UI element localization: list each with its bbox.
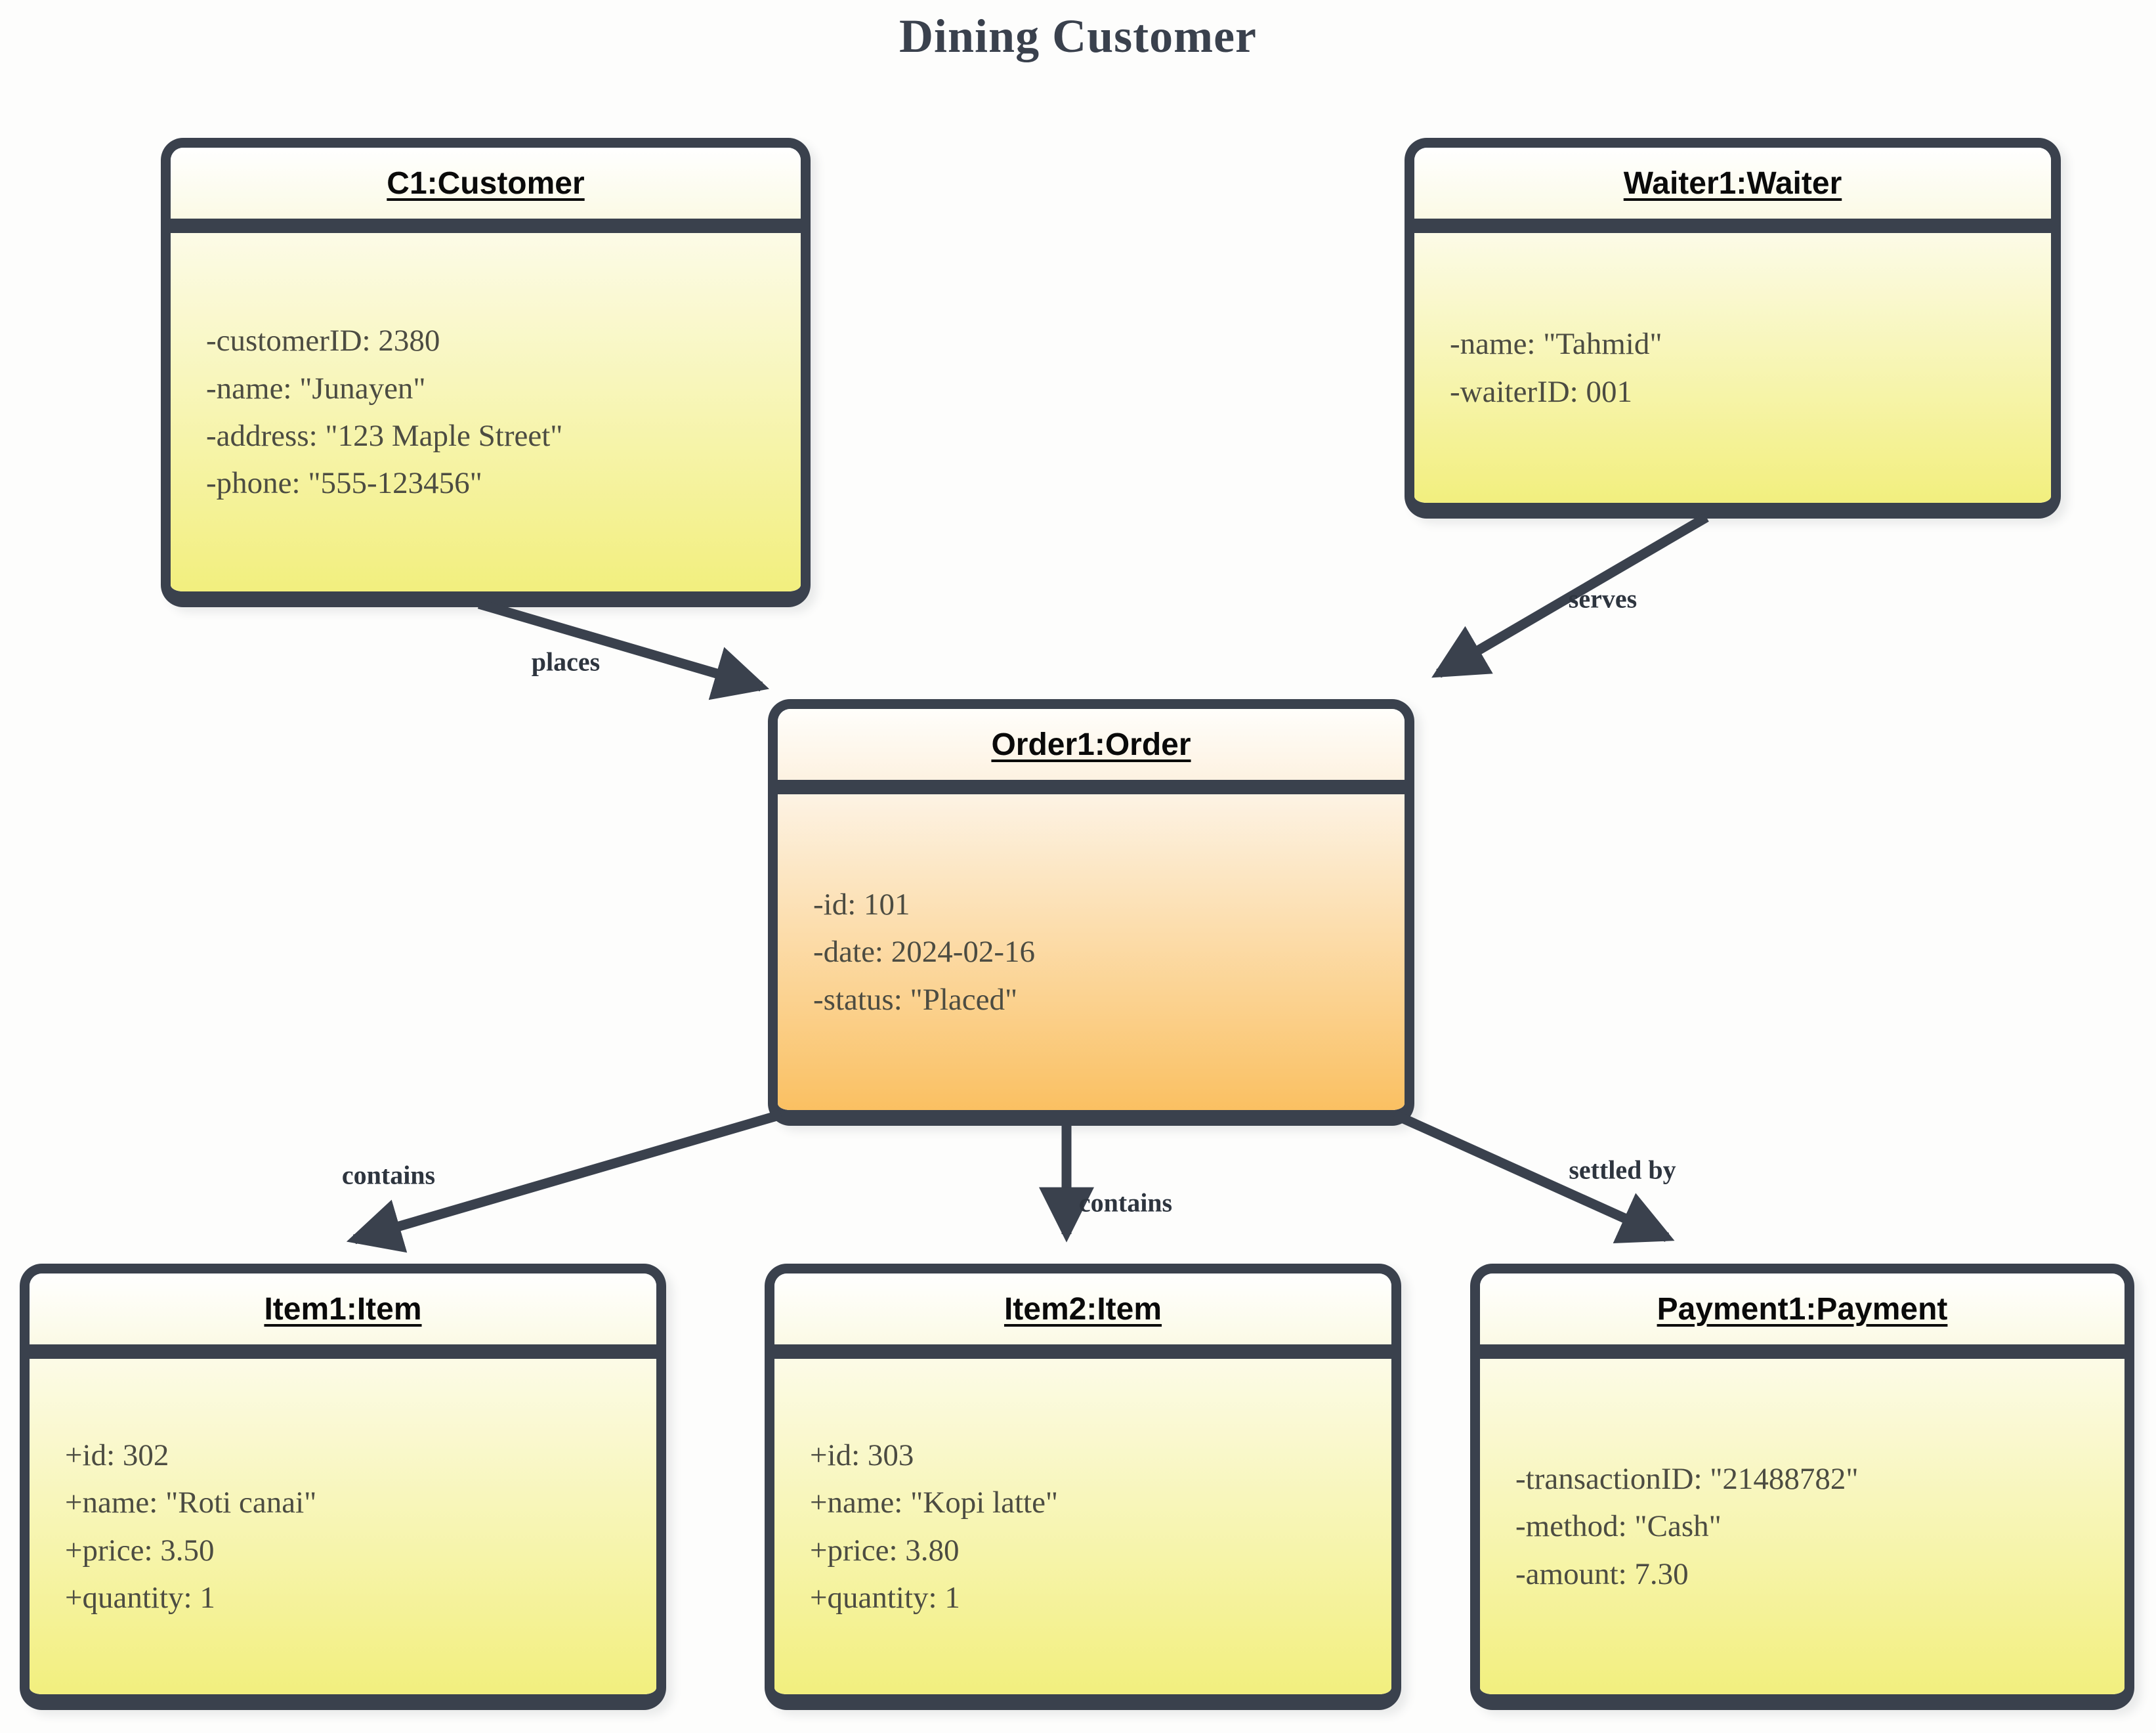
- attr-item2-price: +price: 3.80: [810, 1533, 960, 1568]
- attr-item1-price: +price: 3.50: [65, 1533, 215, 1568]
- attr-item1-name: +name: "Roti canai": [65, 1486, 317, 1520]
- attr-customer-name: -name: "Junayen": [206, 371, 426, 406]
- object-body-payment: -transactionID: "21488782" -method: "Cas…: [1480, 1359, 2124, 1694]
- edge-label-contains-item1: contains: [341, 1160, 436, 1190]
- object-body-item1: +id: 302 +name: "Roti canai" +price: 3.5…: [30, 1359, 656, 1694]
- object-box-payment: Payment1:Payment -transactionID: "214887…: [1470, 1264, 2134, 1710]
- attr-customer-address: -address: "123 Maple Street": [206, 419, 563, 453]
- object-box-item1: Item1:Item +id: 302 +name: "Roti canai" …: [20, 1264, 666, 1710]
- attr-customer-id: -customerID: 2380: [206, 324, 440, 358]
- object-title-waiter: Waiter1:Waiter: [1623, 165, 1842, 201]
- attr-waiter-id: -waiterID: 001: [1450, 374, 1632, 409]
- object-title-item2: Item2:Item: [1004, 1291, 1162, 1327]
- attr-order-id: -id: 101: [813, 887, 910, 922]
- edge-label-contains-item2: contains: [1078, 1187, 1173, 1218]
- attr-order-status: -status: "Placed": [813, 982, 1018, 1017]
- object-title-item1: Item1:Item: [264, 1291, 422, 1327]
- diagram-title: Dining Customer: [898, 10, 1257, 62]
- edge-label-settled-by: settled by: [1569, 1155, 1676, 1185]
- object-header-item1: Item1:Item: [30, 1273, 656, 1359]
- attr-item1-id: +id: 302: [65, 1438, 169, 1472]
- object-header-waiter: Waiter1:Waiter: [1414, 148, 2051, 233]
- object-header-payment: Payment1:Payment: [1480, 1273, 2124, 1359]
- object-title-order: Order1:Order: [991, 727, 1191, 762]
- object-header-order: Order1:Order: [778, 709, 1405, 794]
- attr-payment-transaction-id: -transactionID: "21488782": [1515, 1461, 1859, 1496]
- attr-item2-id: +id: 303: [810, 1438, 914, 1472]
- object-box-waiter: Waiter1:Waiter -name: "Tahmid" -waiterID…: [1405, 138, 2061, 519]
- object-body-customer: -customerID: 2380 -name: "Junayen" -addr…: [171, 233, 801, 591]
- object-box-order: Order1:Order -id: 101 -date: 2024-02-16 …: [768, 699, 1414, 1126]
- object-header-customer: C1:Customer: [171, 148, 801, 233]
- object-box-customer: C1:Customer -customerID: 2380 -name: "Ju…: [161, 138, 811, 607]
- edge-label-places: places: [531, 647, 601, 677]
- attr-item1-quantity: +quantity: 1: [65, 1580, 215, 1615]
- object-title-customer: C1:Customer: [387, 165, 585, 201]
- object-body-item2: +id: 303 +name: "Kopi latte" +price: 3.8…: [774, 1359, 1391, 1694]
- attr-payment-method: -method: "Cash": [1515, 1509, 1722, 1544]
- object-header-item2: Item2:Item: [774, 1273, 1391, 1359]
- attr-waiter-name: -name: "Tahmid": [1450, 327, 1662, 362]
- object-body-order: -id: 101 -date: 2024-02-16 -status: "Pla…: [778, 794, 1405, 1110]
- attr-item2-name: +name: "Kopi latte": [810, 1486, 1059, 1520]
- object-body-waiter: -name: "Tahmid" -waiterID: 001: [1414, 233, 2051, 503]
- attr-payment-amount: -amount: 7.30: [1515, 1556, 1689, 1591]
- edge-label-serves: serves: [1568, 584, 1638, 614]
- attr-item2-quantity: +quantity: 1: [810, 1580, 960, 1615]
- arrow-places: [477, 599, 770, 700]
- attr-order-date: -date: 2024-02-16: [813, 935, 1036, 970]
- object-title-payment: Payment1:Payment: [1657, 1291, 1948, 1327]
- object-box-item2: Item2:Item +id: 303 +name: "Kopi latte" …: [765, 1264, 1401, 1710]
- attr-customer-phone: -phone: "555-123456": [206, 466, 482, 501]
